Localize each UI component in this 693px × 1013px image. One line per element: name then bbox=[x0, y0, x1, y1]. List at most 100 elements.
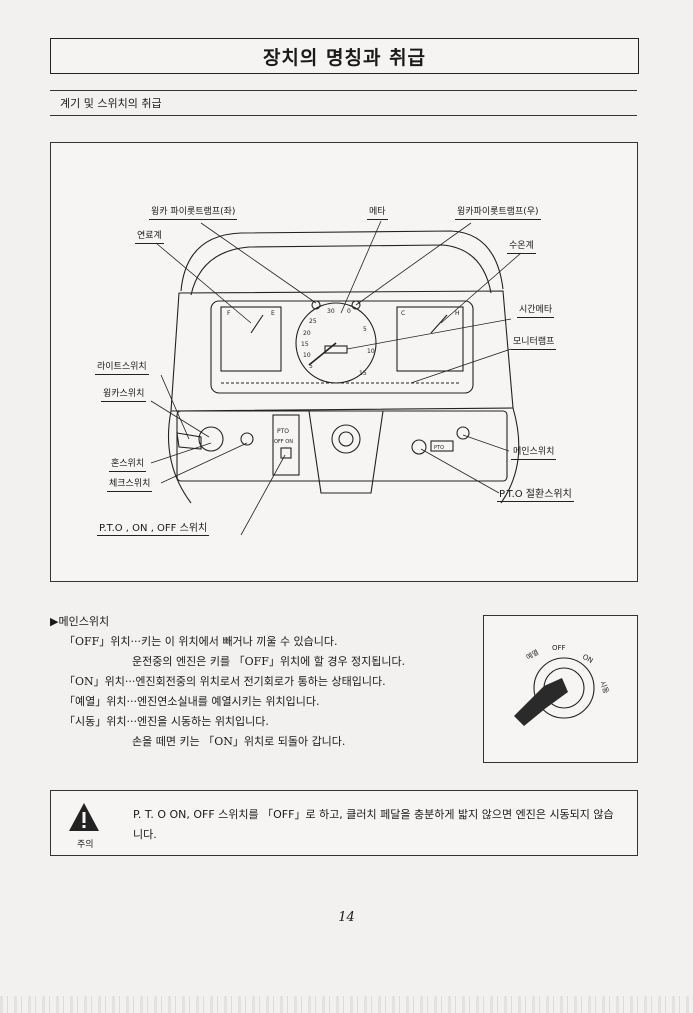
dial-num-3: 20 bbox=[303, 330, 311, 337]
line-3-key: 「ON」위치··· bbox=[64, 675, 136, 688]
caution-box: 주의 P. T. O ON, OFF 스위치를 「OFF」로 하고, 클러치 페… bbox=[50, 790, 638, 856]
caution-label: 주의 bbox=[77, 840, 94, 850]
light-switch-lever bbox=[176, 432, 202, 450]
key-label-off: OFF bbox=[552, 644, 566, 652]
leader-pto-change bbox=[420, 448, 500, 494]
temp-needle bbox=[430, 314, 448, 334]
line-1-key: 「OFF」위치··· bbox=[64, 635, 142, 648]
line-5-key: 「시동」위치··· bbox=[64, 715, 137, 728]
label-monitor-lamp: 모니터램프 bbox=[511, 337, 557, 350]
fuel-f-mark: F bbox=[227, 310, 231, 317]
leader-light bbox=[160, 374, 190, 440]
pto-plate-label: PTO bbox=[277, 428, 289, 435]
cluster-frame bbox=[210, 300, 474, 394]
line-4-text: 엔진연소실내를 예열시키는 위치입니다. bbox=[136, 695, 320, 708]
label-horn-switch: 혼스위치 bbox=[109, 459, 147, 472]
fuel-needle bbox=[250, 314, 264, 334]
page-title-text: 장치의 명칭과 취급 bbox=[262, 46, 427, 69]
fuel-gauge-window bbox=[220, 306, 282, 372]
fuel-e-mark: E bbox=[271, 310, 275, 317]
leader-meter bbox=[340, 220, 382, 314]
label-winker-switch: 윙카스위치 bbox=[101, 389, 147, 402]
page-number: 14 bbox=[338, 910, 355, 925]
main-switch-section: ▶메인스위치 「OFF」위치···키는 이 위치에서 빼거나 끼울 수 있습니다… bbox=[50, 612, 470, 752]
dial-num-8: 5 bbox=[363, 326, 367, 333]
main-switch-heading-text: 메인스위치 bbox=[58, 615, 110, 628]
column-knob bbox=[331, 424, 361, 454]
temp-gauge-window bbox=[396, 306, 464, 372]
right-pilot-lamp bbox=[351, 300, 361, 310]
key-label-preheat: 예열 bbox=[525, 647, 541, 661]
label-check-switch: 체크스위치 bbox=[107, 479, 153, 492]
leader-horn bbox=[150, 442, 212, 464]
line-4-key: 「예열」위치··· bbox=[64, 695, 137, 708]
left-fender bbox=[167, 410, 192, 504]
main-switch-line-5: 「시동」위치···엔진을 시동하는 위치입니다. bbox=[50, 712, 470, 732]
section-subtitle: 계기 및 스위치의 취급 bbox=[50, 90, 637, 116]
pto-small-label: PTO bbox=[434, 445, 444, 451]
right-indicator bbox=[456, 426, 470, 440]
tacho-needle bbox=[308, 342, 337, 366]
key-icon bbox=[514, 678, 568, 726]
label-winker-pilot-left: 윙카 파이롯트램프(좌) bbox=[149, 207, 238, 220]
label-pto-change-switch: P.T.O 절환스위치 bbox=[497, 489, 574, 502]
pto-onoff-button bbox=[280, 447, 292, 459]
leader-main bbox=[462, 434, 510, 452]
leader-pto-onoff bbox=[240, 454, 286, 536]
label-main-switch: 메인스위치 bbox=[511, 447, 557, 460]
dial-num-9: 10 bbox=[367, 348, 375, 355]
main-switch-line-3: 「ON」위치···엔진회전중의 위치로서 전기회로가 통하는 상태입니다. bbox=[50, 672, 470, 692]
dial-num-7: 0 bbox=[347, 308, 351, 315]
temp-h-mark: H bbox=[455, 310, 460, 317]
leader-pilot-left bbox=[200, 222, 317, 304]
dial-num-1: 30 bbox=[327, 308, 335, 315]
dial-num-6: 5 bbox=[309, 363, 313, 370]
leader-monitor bbox=[410, 348, 512, 384]
line-2-text: 운전중의 엔진은 키를 「OFF」위치에 할 경우 정지됩니다. bbox=[132, 655, 406, 668]
lower-panel bbox=[176, 410, 508, 482]
leader-hour bbox=[346, 318, 512, 350]
cowl-outline bbox=[180, 230, 504, 292]
pto-switch-plate bbox=[272, 414, 300, 476]
caution-text: P. T. O ON, OFF 스위치를 「OFF」로 하고, 클러치 페달을 … bbox=[133, 808, 614, 841]
key-switch-illustration: 예열 OFF ON 시동 bbox=[483, 615, 638, 763]
dial-num-2: 25 bbox=[309, 318, 317, 325]
label-hour-meter: 시간메타 bbox=[517, 305, 555, 318]
key-switch-drawing: 예열 OFF ON 시동 bbox=[514, 644, 610, 726]
warning-icon bbox=[69, 803, 99, 831]
dial-num-4: 15 bbox=[301, 341, 309, 348]
hour-meter-window bbox=[324, 345, 348, 354]
leader-check bbox=[160, 442, 248, 484]
pto-offon-label: OFF ON bbox=[274, 439, 293, 445]
main-switch-line-4: 「예열」위치···엔진연소실내를 예열시키는 위치입니다. bbox=[50, 692, 470, 712]
dial-num-10: 15 bbox=[359, 370, 367, 377]
label-fuel-gauge: 연료계 bbox=[135, 231, 164, 244]
label-pto-onoff-switch: P.T.O , ON , OFF 스위치 bbox=[97, 523, 210, 536]
label-winker-pilot-right: 윙카파이롯트램프(우) bbox=[455, 207, 541, 220]
main-switch-key bbox=[411, 439, 427, 455]
temp-c-mark: C bbox=[401, 310, 405, 317]
label-meter: 메타 bbox=[367, 207, 388, 220]
main-switch-line-2: 운전중의 엔진은 키를 「OFF」위치에 할 경우 정지됩니다. bbox=[50, 652, 470, 672]
main-switch-heading: ▶메인스위치 bbox=[50, 612, 470, 632]
label-water-temp: 수온계 bbox=[507, 241, 536, 254]
check-switch bbox=[240, 432, 254, 446]
leader-winker bbox=[150, 400, 210, 438]
key-label-on: ON bbox=[581, 653, 594, 665]
pto-change-switch bbox=[430, 440, 454, 452]
line-1-text: 키는 이 위치에서 빼거나 끼울 수 있습니다. bbox=[141, 635, 338, 648]
steering-column bbox=[308, 410, 384, 494]
line-3-text: 엔진회전중의 위치로서 전기회로가 통하는 상태입니다. bbox=[135, 675, 386, 688]
main-switch-line-1: 「OFF」위치···키는 이 위치에서 빼거나 끼울 수 있습니다. bbox=[50, 632, 470, 652]
scan-edge-strip bbox=[0, 996, 693, 1013]
column-knob-inner bbox=[338, 431, 354, 447]
left-pilot-lamp bbox=[311, 300, 321, 310]
page-title: 장치의 명칭과 취급 bbox=[50, 38, 639, 74]
key-label-start: 시동 bbox=[598, 680, 610, 695]
main-switch-line-6: 손을 떼면 키는 「ON」위치로 되돌아 갑니다. bbox=[50, 732, 470, 752]
line-6-text: 손을 떼면 키는 「ON」위치로 되돌아 갑니다. bbox=[132, 735, 346, 748]
dashboard-drawing: 30 25 20 15 10 5 0 5 10 15 F E C H PTO O… bbox=[150, 220, 522, 536]
cowl-inner bbox=[190, 244, 492, 296]
key-cylinder-outer bbox=[533, 657, 595, 719]
leader-pilot-right bbox=[355, 222, 472, 306]
